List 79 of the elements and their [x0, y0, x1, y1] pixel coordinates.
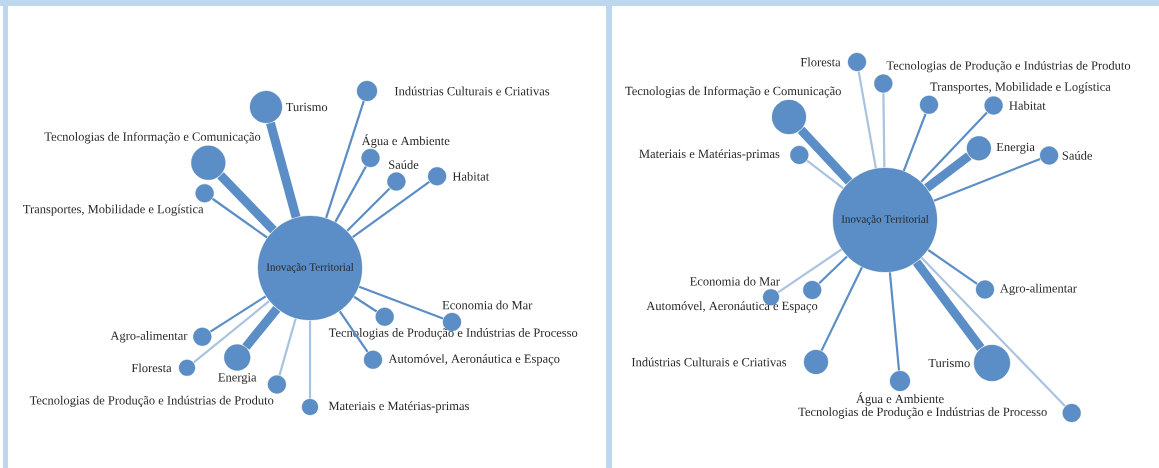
edge-line: [266, 121, 301, 219]
node-label: Materiais e Matérias-primas: [639, 149, 780, 161]
network-node: Materiais e Matérias-primas: [639, 145, 809, 165]
node-label: Tecnologias de Produção e Indústrias de Produto: [29, 395, 274, 408]
edge-line: [325, 100, 365, 219]
edge-line: [211, 197, 268, 239]
edge-line: [352, 181, 430, 239]
network-node: Tecnologias de Informação e Comunicação: [625, 86, 841, 135]
network-node: Inovação Territorial: [832, 167, 938, 273]
edge-line: [820, 266, 863, 352]
network-node: Floresta: [800, 52, 867, 72]
edge-line: [353, 295, 378, 313]
network-node: Indústrias Culturais e Criativas: [356, 80, 550, 102]
node-label: Floresta: [800, 57, 841, 67]
node-label: Habitat: [452, 171, 490, 181]
node-label: Saúde: [389, 160, 419, 169]
edge-line: [920, 111, 988, 183]
network-node: Agro-alimentar: [110, 327, 212, 346]
node-label: Transportes, Mobilidade e Logística: [23, 204, 204, 216]
edge-line: [927, 249, 978, 285]
edge-line: [308, 320, 312, 399]
node-label: Tecnologias de Informação e Comunicação: [625, 86, 841, 98]
network-node: Habitat: [984, 96, 1046, 115]
network-node: Transportes, Mobilidade e Logística: [23, 184, 214, 216]
network-node: Habitat: [427, 167, 490, 186]
edge-line: [920, 257, 1066, 407]
network-node: Saúde: [387, 160, 419, 191]
node-label: Tecnologias de Informação e Comunicação: [44, 131, 261, 144]
network-node: Inovação Territorial: [257, 215, 363, 321]
network-node: Energia: [966, 136, 1035, 161]
edge-line: [857, 71, 877, 169]
node-label: Economia do Mar: [690, 276, 780, 286]
edge-line: [358, 285, 444, 320]
edge-line: [346, 187, 391, 232]
node-label: Tecnologias de Produção e Indústrias de Produto: [886, 60, 1131, 73]
edge-line: [193, 300, 270, 364]
edge-line: [242, 306, 281, 350]
network-node: Saúde: [1039, 146, 1093, 165]
node-label: Agro-alimentar: [1000, 283, 1077, 296]
node-label: Água e Ambiente: [361, 134, 450, 148]
edge-line: [278, 318, 297, 376]
node-label: Indústrias Culturais e Criativas: [394, 86, 550, 96]
edge-line: [924, 152, 972, 192]
node-label: Habitat: [1009, 100, 1046, 110]
node-label: Energia: [996, 142, 1035, 154]
edge-line: [797, 126, 853, 185]
network-node: Turismo: [249, 90, 328, 124]
edge-line: [902, 113, 927, 172]
node-label: Turismo: [928, 358, 970, 368]
node-label: Turismo: [285, 102, 328, 112]
node-label: Economia do Mar: [442, 300, 533, 310]
network-node: Floresta: [131, 359, 196, 376]
node-label: Floresta: [131, 363, 172, 373]
node-label: Indústrias Culturais e Criativas: [631, 357, 787, 367]
edge-line: [777, 248, 843, 294]
node-label: Tecnologias de Produção e Indústrias de Processo: [798, 407, 1047, 419]
node-label: Automóvel, Aeronáutica e Espaço: [388, 354, 560, 366]
network-node: Tecnologias de Informação e Comunicação: [44, 131, 261, 180]
edge-line: [217, 172, 277, 234]
node-label: Materiais e Matérias-primas: [328, 401, 469, 413]
edge-line: [818, 255, 848, 285]
edge-line: [209, 295, 267, 333]
node-label: Água e Ambiente: [856, 392, 944, 406]
node-label: Automóvel, Aeronáutica e Espaço: [646, 301, 818, 313]
node-label: Saúde: [1062, 150, 1093, 160]
edge-line: [912, 259, 985, 351]
network-node: Energia: [218, 344, 257, 385]
node-label: Transportes, Mobilidade e Logística: [930, 82, 1111, 94]
network-node: Agro-alimentar: [975, 280, 1077, 299]
edge-line: [933, 157, 1041, 202]
edge-line: [882, 93, 886, 168]
node-label: Agro-alimentar: [110, 331, 188, 343]
network-node: Materiais e Matérias-primas: [301, 398, 469, 416]
edge-line: [888, 272, 901, 371]
edge-line: [334, 165, 367, 223]
network-node: Indústrias Culturais e Criativas: [631, 349, 829, 375]
edge-line: [806, 159, 844, 189]
network-node: Automóvel, Aeronáutica e Espaço: [363, 350, 560, 369]
node-label: Energia: [218, 373, 257, 385]
